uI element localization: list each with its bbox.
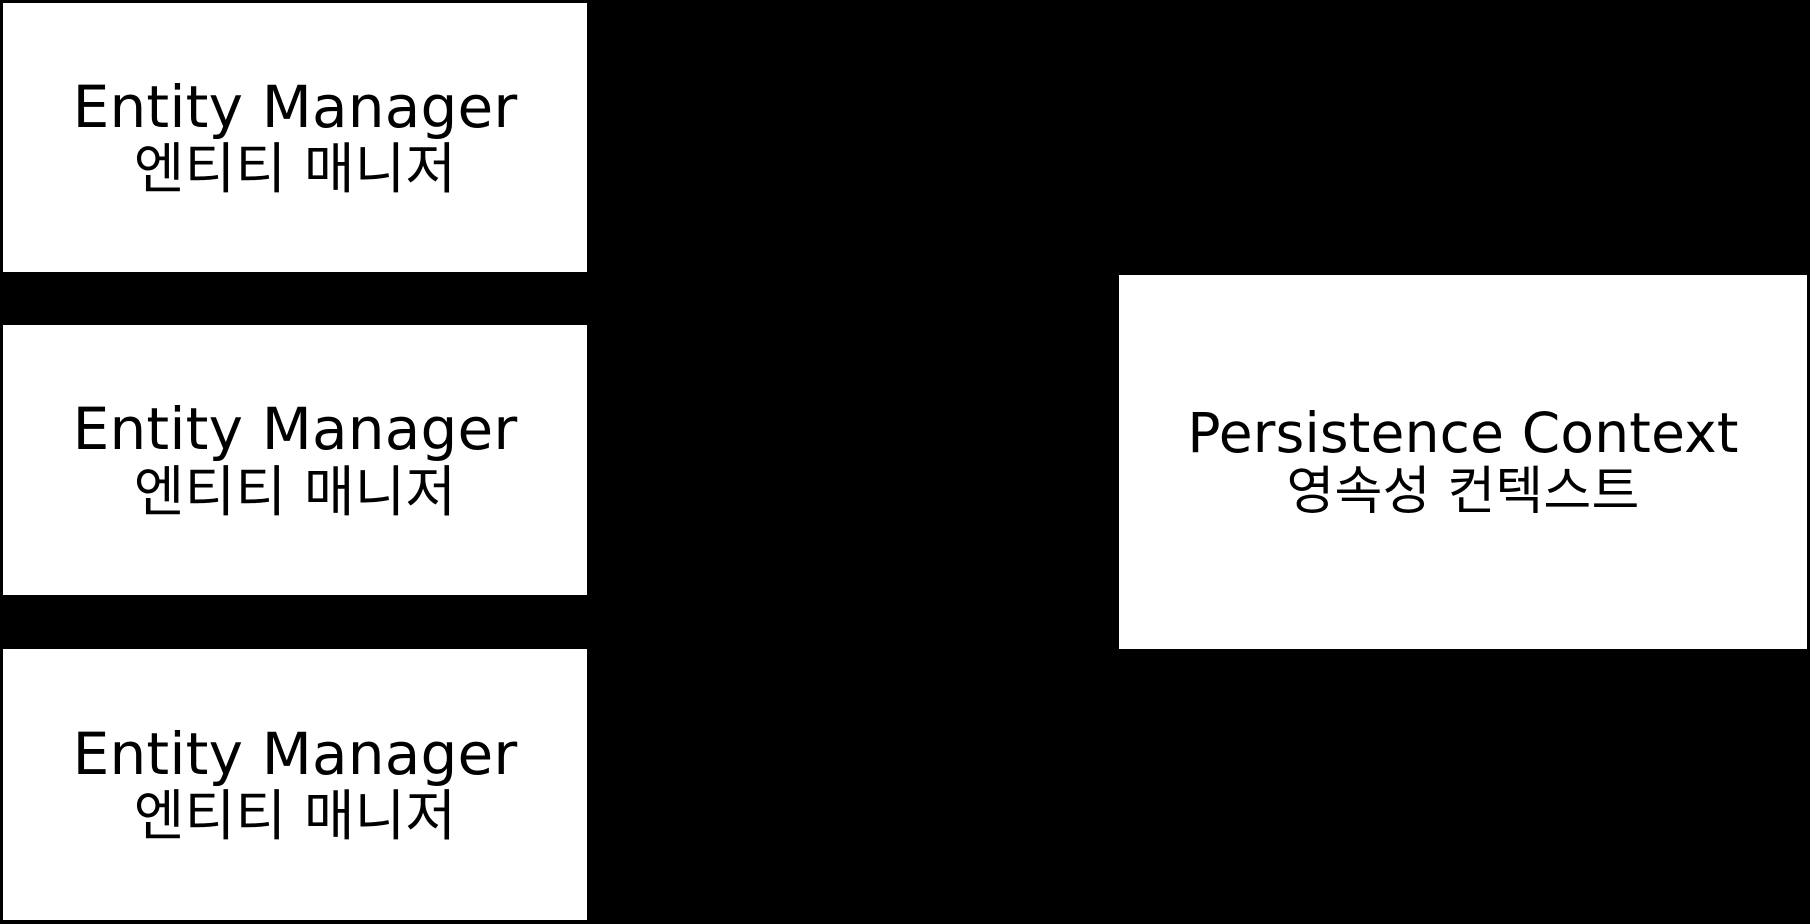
node-entity-manager-3-subtitle: 엔티티 매니저 bbox=[133, 784, 457, 849]
node-entity-manager-2-title: Entity Manager bbox=[72, 395, 518, 464]
node-entity-manager-2[interactable]: Entity Manager 엔티티 매니저 bbox=[3, 325, 587, 595]
node-entity-manager-3-title: Entity Manager bbox=[72, 719, 518, 788]
node-entity-manager-3[interactable]: Entity Manager 엔티티 매니저 bbox=[3, 649, 587, 920]
node-entity-manager-1-subtitle: 엔티티 매니저 bbox=[133, 137, 457, 202]
node-persistence-context-subtitle: 영속성 컨텍스트 bbox=[1286, 461, 1640, 522]
node-persistence-context-title: Persistence Context bbox=[1187, 401, 1739, 466]
node-persistence-context[interactable]: Persistence Context 영속성 컨텍스트 bbox=[1119, 275, 1807, 649]
node-entity-manager-2-subtitle: 엔티티 매니저 bbox=[133, 459, 457, 524]
node-entity-manager-1[interactable]: Entity Manager 엔티티 매니저 bbox=[3, 3, 587, 272]
node-entity-manager-1-title: Entity Manager bbox=[72, 72, 518, 141]
